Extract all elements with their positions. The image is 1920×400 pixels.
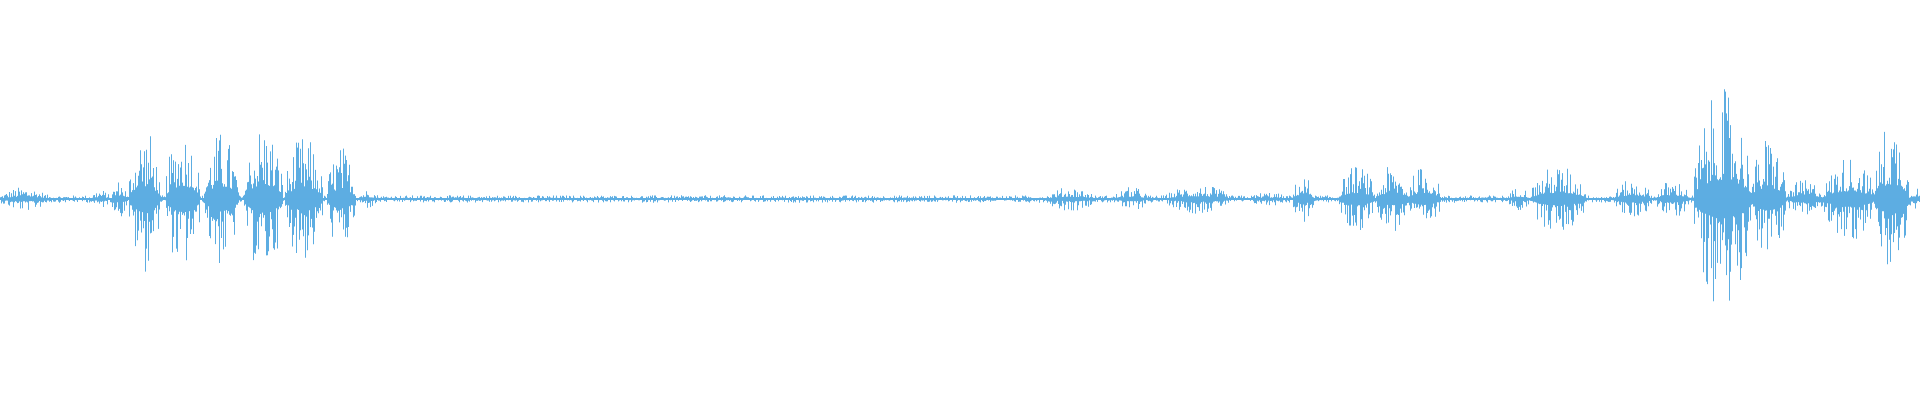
- waveform-bars: [0, 89, 1920, 302]
- waveform-signal: [0, 89, 1920, 302]
